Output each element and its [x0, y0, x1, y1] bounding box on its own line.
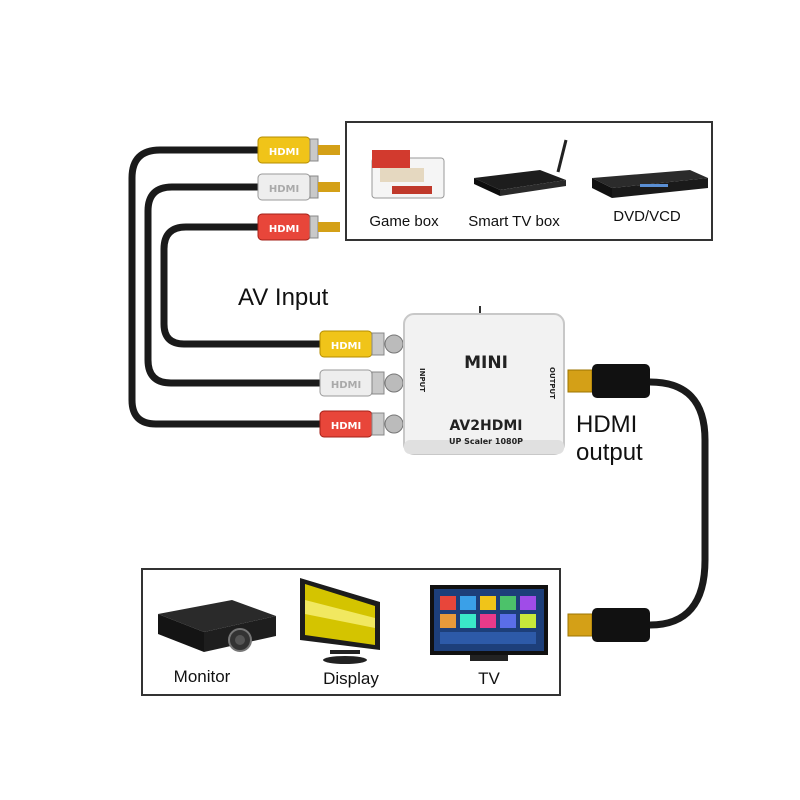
rca-plug-yellow-top: HDMI [257, 136, 340, 164]
yellow-rca-cable [128, 146, 326, 428]
tv-label: TV [478, 669, 500, 688]
smart-tv-box-label: Smart TV box [468, 213, 560, 230]
converter-input-port: INPUT [418, 368, 426, 392]
svg-text:HDMI: HDMI [269, 224, 299, 235]
monitor-icon [300, 578, 380, 664]
hdmi-plug-display [567, 608, 650, 642]
hdmi-output-label-line1: HDMI [576, 411, 638, 438]
svg-text:HDMI: HDMI [331, 341, 361, 352]
dvd-player-icon [592, 170, 708, 198]
hdmi-cable [646, 378, 709, 629]
rca-plug-yellow-converter: HDMI [319, 330, 404, 358]
game-box-icon [371, 150, 445, 199]
monitor-label: Monitor [173, 667, 231, 686]
projector-icon [158, 600, 276, 652]
tv-icon [430, 585, 548, 661]
av-input-label: AV Input [238, 284, 329, 311]
svg-text:HDMI: HDMI [269, 184, 299, 195]
converter-output-port: OUTPUT [548, 367, 556, 399]
rca-plug-red-top: HDMI [257, 213, 340, 241]
rca-plug-white-converter: HDMI [319, 369, 404, 397]
hdmi-output-label-line2: output [576, 439, 643, 466]
white-rca-cable [144, 183, 326, 387]
red-rca-cable [160, 223, 326, 348]
converter-subtitle: UP Scaler 1080P [449, 437, 523, 446]
display-label: Display [323, 669, 379, 688]
svg-text:HDMI: HDMI [331, 421, 361, 432]
game-box-label: Game box [369, 213, 439, 230]
svg-text:HDMI: HDMI [269, 147, 299, 158]
converter-brand: MINI [464, 353, 508, 373]
converter-model: AV2HDMI [450, 418, 523, 434]
smart-tv-box-icon [474, 139, 568, 196]
svg-text:HDMI: HDMI [331, 380, 361, 391]
av2hdmi-converter: MINI AV2HDMI UP Scaler 1080P INPUT OUTPU… [403, 306, 565, 455]
rca-plug-red-converter: HDMI [319, 410, 404, 438]
hdmi-plug-converter [567, 364, 650, 398]
rca-plug-white-top: HDMI [257, 173, 340, 201]
dvd-vcd-label: DVD/VCD [613, 208, 681, 225]
